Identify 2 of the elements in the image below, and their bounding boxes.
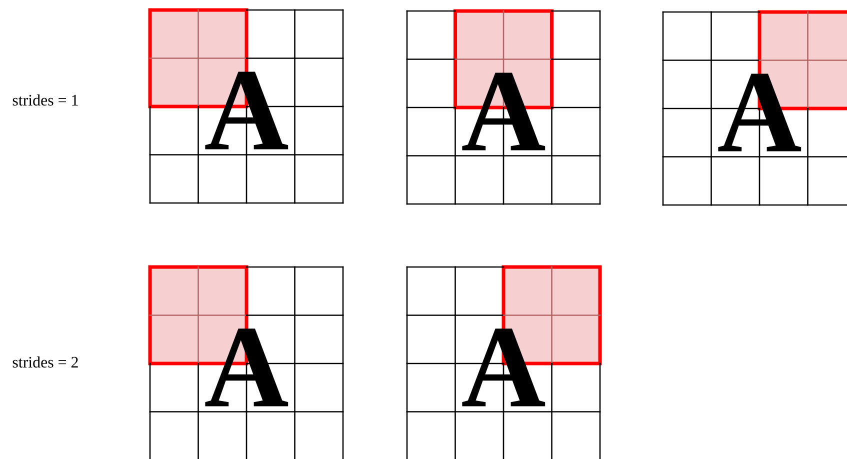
stride-label: strides = 2 bbox=[12, 356, 78, 368]
stride-label: strides = 1 bbox=[12, 94, 78, 106]
